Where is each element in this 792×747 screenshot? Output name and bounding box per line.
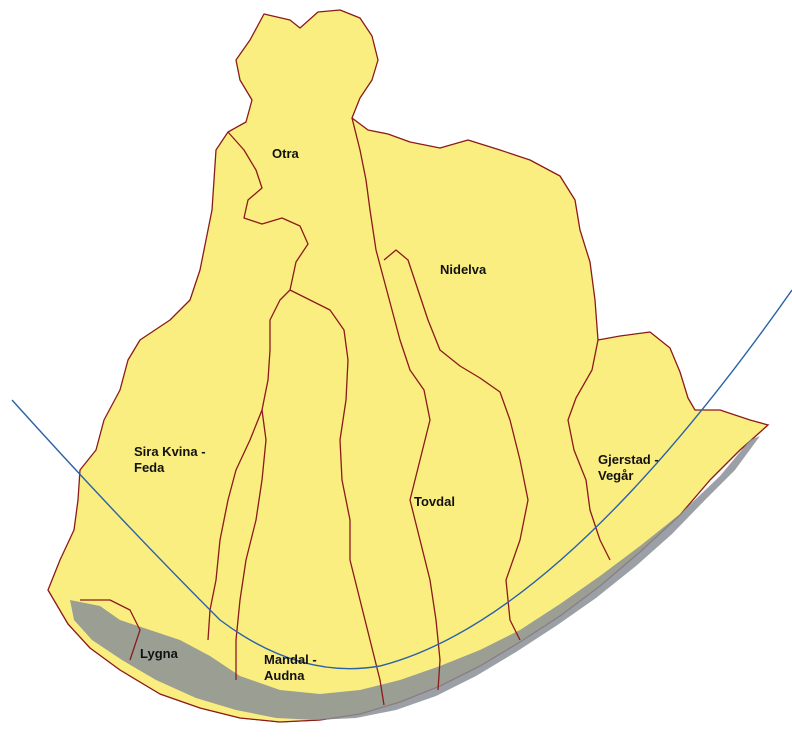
boundary-otra-sira (207, 289, 291, 641)
arc-line (11, 289, 792, 670)
boundary-mandal-sira (235, 409, 267, 680)
boundary-otra-mandal (289, 289, 385, 706)
region-label-nidelva: Nidelva (440, 262, 487, 277)
boundary-otra-inner (227, 131, 309, 291)
region-label-mandal-audna: Mandal - Audna (264, 652, 320, 683)
region-label-tovdal: Tovdal (414, 494, 455, 509)
boundary-otra-nidelva (351, 117, 441, 691)
region-label-lygna: Lygna (140, 646, 179, 661)
region-label-sira-kvina-feda: Sira Kvina - Feda (134, 444, 209, 475)
region-label-gjerstad-vegar: Gjerstad - Vegår (598, 452, 662, 483)
boundary-lygna (80, 599, 141, 661)
region-label-otra: Otra (272, 146, 300, 161)
boundary-tovdal-west (383, 249, 529, 641)
boundary-nidelva-gjerstad (567, 339, 611, 561)
